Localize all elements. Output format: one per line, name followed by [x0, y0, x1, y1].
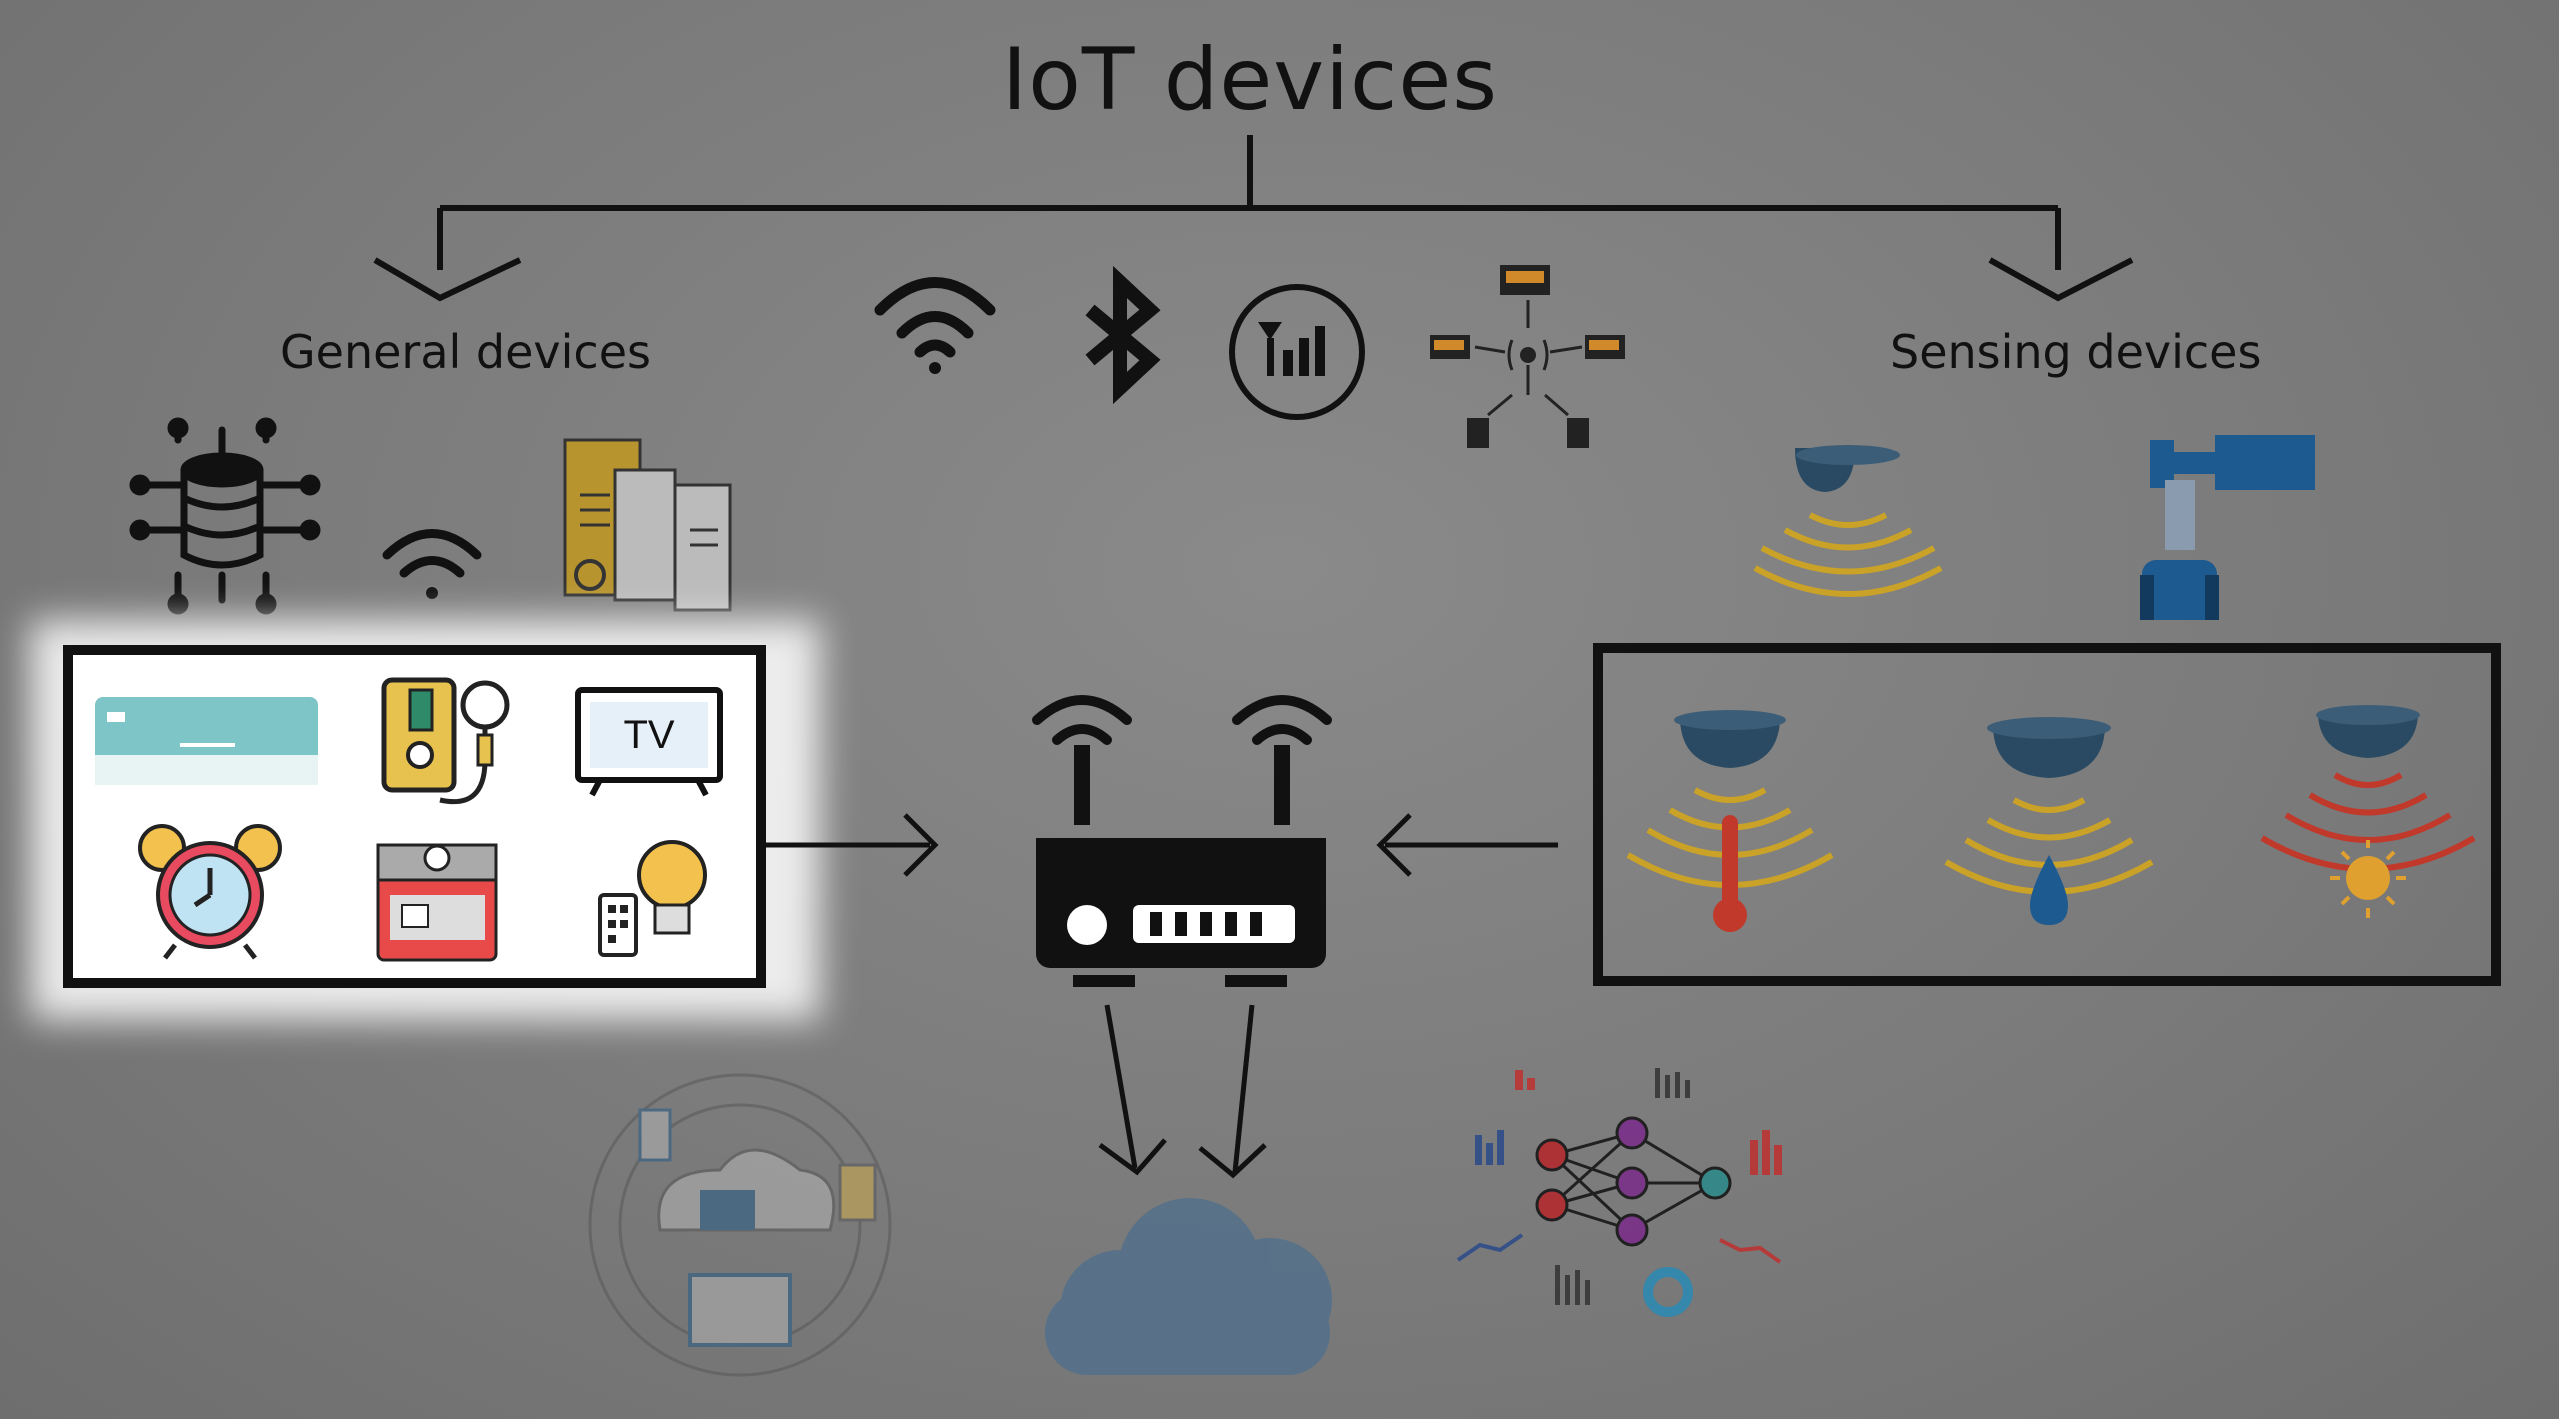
wifi-icon: [874, 277, 996, 374]
cloud-icon: [1045, 1198, 1332, 1375]
sensing-devices-label: Sensing devices: [1890, 325, 2262, 379]
cellular-signal-icon: [1229, 284, 1365, 420]
output-arrows: [1098, 1004, 1267, 1179]
sensing-devices-box: [1593, 643, 2501, 986]
tv-icon: TV: [575, 687, 723, 797]
document-icon: [563, 438, 732, 612]
light-sensor-icon: [2260, 705, 2476, 918]
cloud-sync-icon: [588, 1073, 892, 1377]
router-icon: [1032, 695, 1332, 987]
humidity-sensor-icon: [1944, 717, 2154, 925]
general-devices-label: General devices: [280, 325, 651, 379]
water-heater-icon: [381, 677, 510, 805]
valve-actuator-icon: [2140, 435, 2315, 620]
database-icon: [129, 417, 321, 615]
network-hub-icon: [1430, 265, 1625, 448]
diagram-title: IoT devices: [1001, 30, 1499, 130]
tv-label: TV: [623, 713, 674, 757]
wifi-icon: [382, 529, 482, 599]
input-arrow-right: [1376, 813, 1558, 877]
proximity-sensor-icon: [1753, 445, 1943, 597]
neural-network-icon: [1456, 1068, 1782, 1317]
air-conditioner-icon: [95, 697, 318, 785]
bluetooth-icon: [1085, 265, 1161, 405]
temperature-sensor-icon: [1626, 710, 1834, 932]
coffee-machine-icon: [376, 843, 498, 962]
hierarchy-connector: [373, 135, 2134, 302]
alarm-clock-icon: [138, 824, 282, 960]
input-arrow-left: [765, 813, 939, 877]
smart-bulb-icon: [598, 840, 707, 957]
